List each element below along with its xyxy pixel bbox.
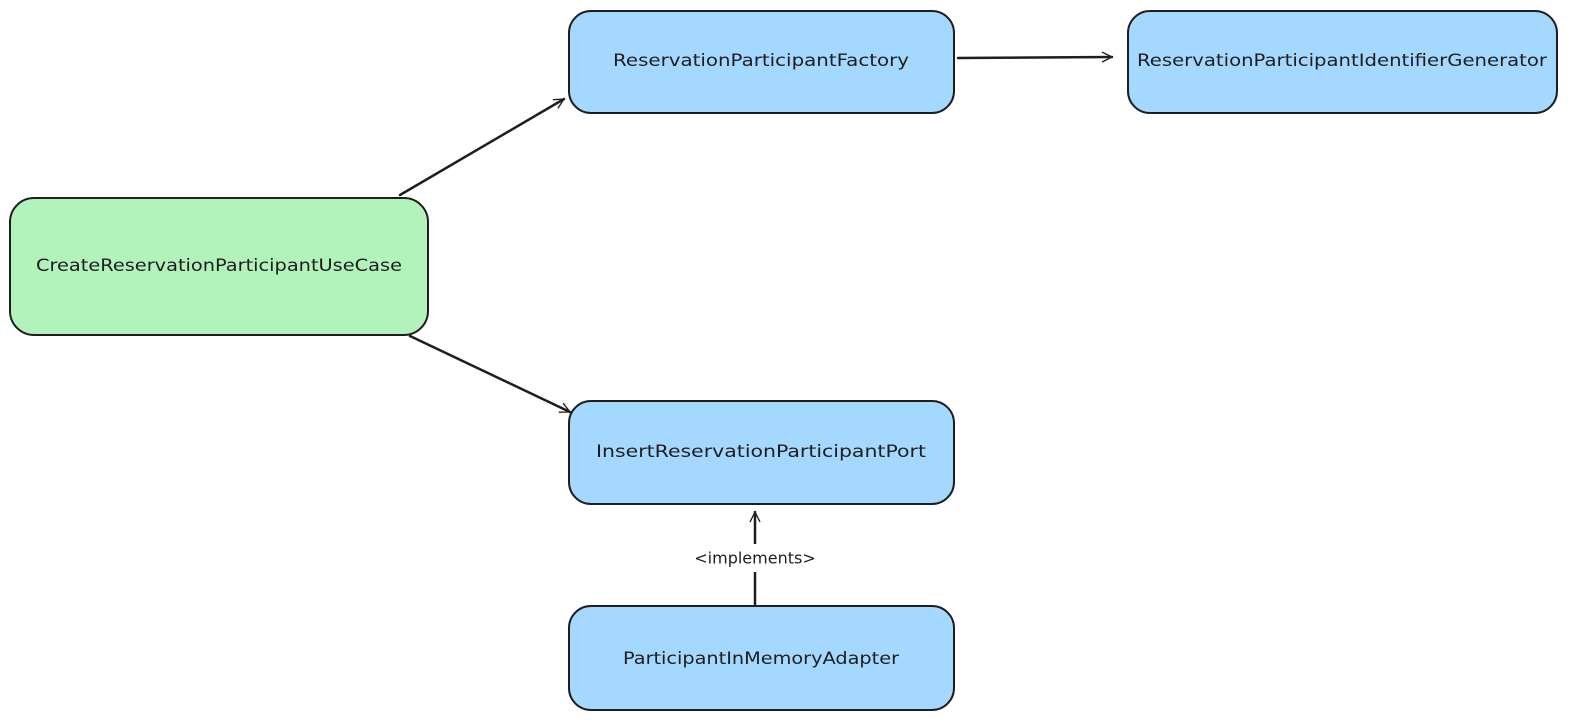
node-factory[interactable]: ReservationParticipantFactory — [568, 10, 955, 114]
in-memory-adapter-label: ParticipantInMemoryAdapter — [623, 649, 899, 669]
edge-label-implements: <implements> — [688, 544, 822, 572]
node-in-memory-adapter[interactable]: ParticipantInMemoryAdapter — [568, 605, 955, 711]
insert-port-label: InsertReservationParticipantPort — [596, 442, 926, 462]
identifier-generator-box[interactable] — [1127, 10, 1558, 114]
edge-usecase-to-factory[interactable] — [398, 97, 566, 197]
node-identifier-generator[interactable]: ReservationParticipantIdentifierGenerato… — [1127, 10, 1558, 114]
factory-label: ReservationParticipantFactory — [613, 51, 909, 71]
edge-usecase-to-insert-port[interactable] — [408, 334, 572, 414]
insert-port-box[interactable] — [568, 400, 955, 505]
node-use-case[interactable]: CreateReservationParticipantUseCase — [9, 197, 429, 336]
use-case-label: CreateReservationParticipantUseCase — [36, 256, 402, 276]
factory-box[interactable] — [568, 10, 955, 114]
identifier-generator-label: ReservationParticipantIdentifierGenerato… — [1137, 51, 1547, 71]
use-case-box[interactable] — [9, 197, 429, 336]
edges: <implements> — [398, 51, 1114, 607]
node-insert-port[interactable]: InsertReservationParticipantPort — [568, 400, 955, 505]
in-memory-adapter-box[interactable] — [568, 605, 955, 711]
implements-label: <implements> — [694, 549, 815, 568]
edge-factory-to-identifier-generator[interactable] — [956, 51, 1114, 63]
